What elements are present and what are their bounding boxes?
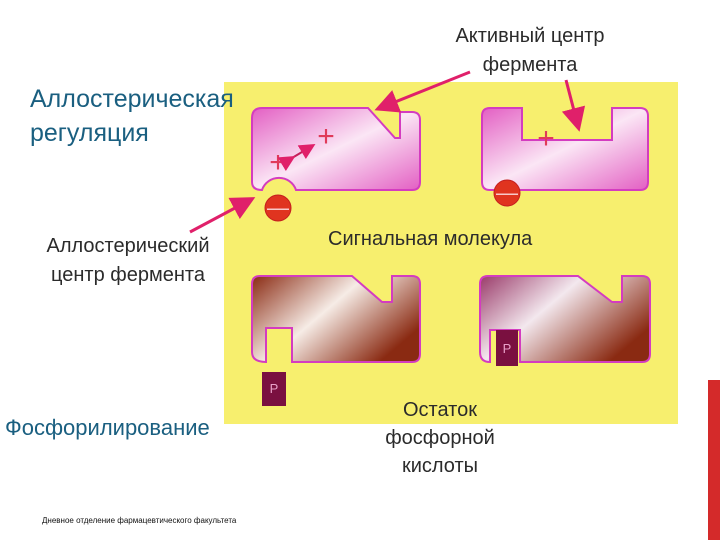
label-active-center: Активный центр фермента [455,25,605,76]
signal-molecule-right [493,179,521,207]
enzyme-bottom-right [479,275,651,364]
label-signal-molecule: Сигнальная молекула [328,228,533,250]
minus-sign-left: — [267,195,289,220]
label-allosteric-center: Аллостерический центр фермента [46,235,210,286]
phosphate-label-bound: P [503,341,512,356]
phosphate-box-free [262,372,286,406]
title-allosteric-regulation: Аллостерическая регуляция [30,82,270,150]
accent-bar [708,380,720,540]
arrow-active-center-left [374,70,471,113]
label-phosphorylation: Фосфорилирование [5,415,210,440]
plus-sign-right: + [537,122,555,155]
enzyme-top-right [481,107,649,191]
distance-arrow [277,143,316,172]
plus-sign-left: + [269,146,287,179]
enzyme-bottom-left [251,275,421,364]
signal-molecule-left [264,194,292,222]
plus-sign-middle: + [317,120,335,153]
phosphate-box-bound [496,330,518,366]
arrow-allosteric-center [189,197,256,234]
phosphate-label-free: P [270,381,279,396]
title-text: Аллостерическая регуляция [30,85,234,147]
footer-text: Дневное отделение фармацевтического факу… [42,516,237,525]
minus-sign-right: — [496,180,518,205]
label-phosphate-residue: Остаток фосфорной кислоты [385,399,495,477]
arrow-active-center-right [561,79,586,132]
